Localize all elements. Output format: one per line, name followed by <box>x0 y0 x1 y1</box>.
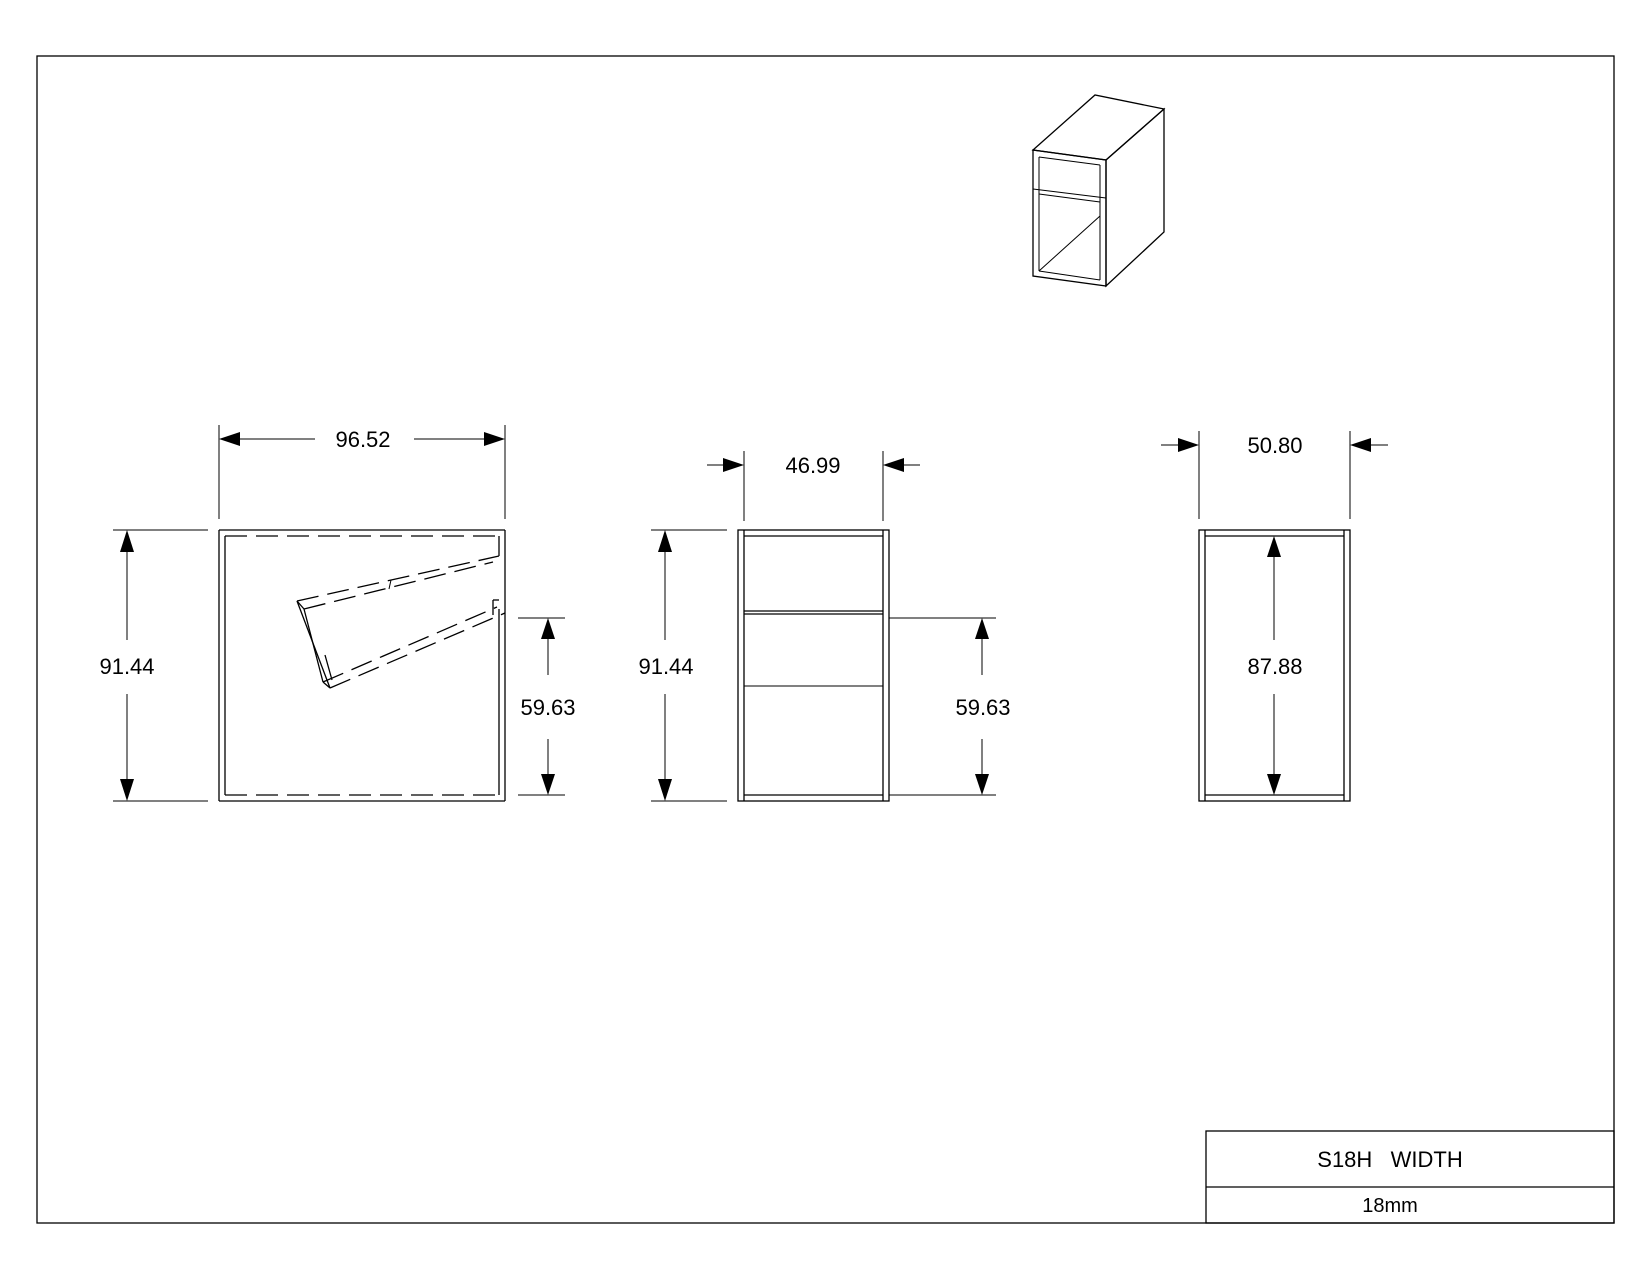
side-width-label: 46.99 <box>785 453 840 478</box>
front-width-dimension: 96.52 <box>218 425 506 519</box>
front-inner-height-dimension: 59.63 <box>518 617 576 796</box>
title-block-material: 18mm <box>1362 1195 1418 1217</box>
side-width-dimension: 46.99 <box>707 451 920 521</box>
back-inner-height-label: 87.88 <box>1247 654 1302 679</box>
side-inner-height-dimension: 59.63 <box>889 618 1011 796</box>
back-width-dimension: 50.80 <box>1161 431 1388 519</box>
back-inner-height-dimension: 87.88 <box>1247 536 1303 795</box>
side-height-dimension: 91.44 <box>638 529 727 802</box>
back-width-label: 50.80 <box>1247 433 1302 458</box>
title-block-title: S18H WIDTH <box>1317 1147 1462 1172</box>
sheet-border <box>36 55 1615 1224</box>
front-inner-height-label: 59.63 <box>520 695 575 720</box>
side-height-label: 91.44 <box>638 654 693 679</box>
isometric-view <box>1031 94 1166 288</box>
back-view <box>1198 529 1351 802</box>
title-block: S18H WIDTH 18mm <box>1205 1130 1615 1224</box>
front-view <box>218 529 506 802</box>
front-height-dimension: 91.44 <box>99 529 208 802</box>
side-inner-height-label: 59.63 <box>955 695 1010 720</box>
front-width-label: 96.52 <box>335 427 390 452</box>
front-height-label: 91.44 <box>99 654 154 679</box>
side-view <box>737 529 996 802</box>
